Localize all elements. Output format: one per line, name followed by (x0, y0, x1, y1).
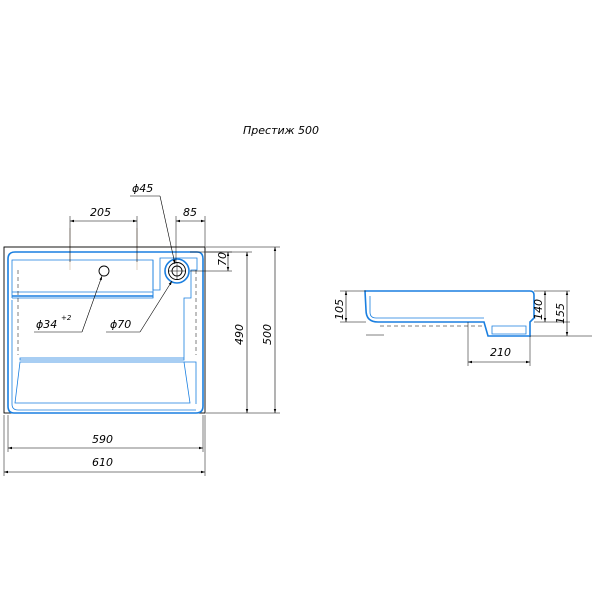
bowl-lower (12, 291, 154, 299)
dim-590: 590 (92, 433, 113, 446)
dim-205: 205 (90, 206, 111, 219)
dimensions-top-view: 205 85 ϕ45 70 ϕ34 +2 ϕ70 490 500 (3, 182, 280, 476)
dim-610: 610 (92, 456, 113, 469)
side-drain (491, 325, 527, 335)
dim-140: 140 (532, 299, 545, 320)
side-inner (369, 296, 484, 319)
dim-155: 155 (554, 303, 567, 324)
front-bowl (14, 361, 191, 404)
drawing-title: Престиж 500 (243, 124, 319, 137)
top-view (3, 228, 206, 414)
dim-d70: ϕ70 (110, 318, 131, 331)
front-edge (11, 300, 196, 411)
dim-70: 70 (216, 252, 229, 266)
dim-490: 490 (233, 324, 246, 345)
dimensions-side-view: 105 140 155 210 (333, 290, 592, 366)
basin-outer-outline (3, 246, 206, 414)
dim-210: 210 (490, 346, 511, 359)
dim-500: 500 (261, 324, 274, 345)
faucet-hole-outer (164, 258, 190, 284)
drain-hole-34 (98, 265, 110, 277)
side-view (364, 290, 535, 337)
side-profile (364, 290, 535, 337)
dim-d45: ϕ45 (132, 182, 153, 195)
dim-d34-tolerance: +2 (61, 314, 72, 322)
dim-85: 85 (183, 206, 197, 219)
dim-d34: ϕ34 (36, 318, 57, 331)
basin-blue-outline (7, 251, 204, 414)
dim-105: 105 (333, 299, 346, 320)
front-bowl-inner (184, 361, 197, 404)
deck-outline (19, 257, 198, 361)
